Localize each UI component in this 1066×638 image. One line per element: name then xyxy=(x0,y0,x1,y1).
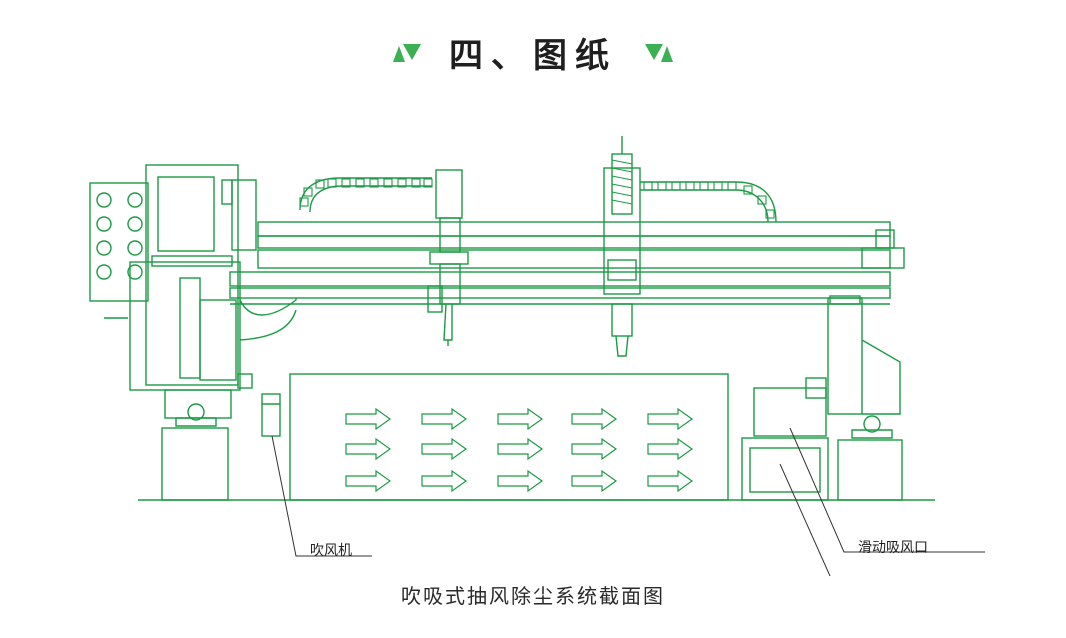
torch-left xyxy=(427,169,469,346)
section-header: 四、图纸 xyxy=(0,24,1066,80)
right-support xyxy=(753,295,903,501)
airflow-arrows xyxy=(345,407,694,493)
label-sliding-vent: 滑动吸风口 xyxy=(858,540,928,556)
diagram-caption: 吹吸式抽风除尘系统截面图 xyxy=(401,584,665,608)
leader-lines xyxy=(271,427,985,577)
machine-left-body xyxy=(129,164,297,391)
cable-chain-left xyxy=(299,177,433,213)
label-blower: 吹风机 xyxy=(310,543,352,559)
cable-chain-right xyxy=(640,181,777,223)
cutting-table xyxy=(289,373,729,501)
gantry-beam xyxy=(229,221,905,305)
sliding-vent-box xyxy=(741,437,829,501)
triangle-pair-icon xyxy=(393,44,421,62)
blower xyxy=(261,393,281,437)
left-support xyxy=(161,373,253,501)
triangle-pair-icon xyxy=(645,44,673,62)
section-title: 四、图纸 xyxy=(449,35,617,76)
torch-right xyxy=(603,136,641,357)
control-panel xyxy=(89,182,149,319)
